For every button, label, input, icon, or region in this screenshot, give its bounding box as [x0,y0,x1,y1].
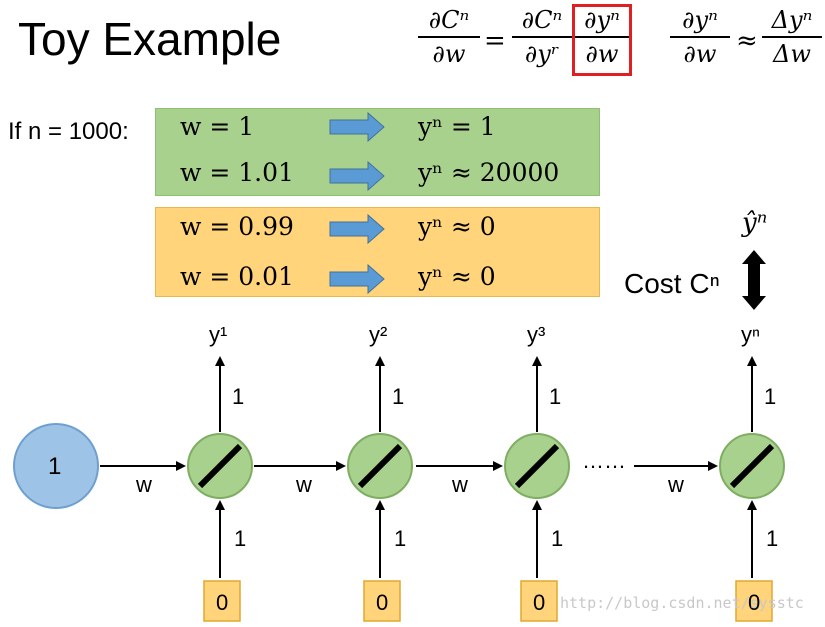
arrow-icon [329,263,385,295]
case-y-4: yⁿ ≈ 0 [418,262,496,291]
output-label-3: y³ [527,322,546,347]
input-value-2: 0 [376,590,389,615]
yhat-label: ŷⁿ [742,208,768,238]
edge-weight-label-2: w [296,472,312,497]
neuron-3 [504,433,570,499]
formula-lhs-den: ∂w [432,40,466,68]
approx-lhs-num: ∂yⁿ [682,6,718,34]
out-weight-n: 1 [764,384,777,409]
input-value-3: 0 [533,590,546,615]
approx-rhs: Δyⁿ Δw [762,6,822,68]
in-weight-3: 1 [551,526,564,551]
case-y-2: yⁿ ≈ 20000 [418,158,560,187]
case-y-1: yⁿ = 1 [418,112,496,141]
neuron-n [719,433,785,499]
watermark: http://blog.csdn.net/sysstc [560,594,804,612]
case-w-3: w = 0.99 [180,212,294,241]
arrow-icon [329,160,385,192]
case-arrows [329,111,385,295]
edge-weight-label-n: w [668,472,684,497]
formula-term2-num: ∂yⁿ [584,6,620,34]
input-node-label: 1 [48,453,62,480]
highlight-box [572,4,632,76]
cost-double-arrow-icon [742,250,766,310]
arrow-icon [329,213,385,245]
formula-term2: ∂yⁿ ∂w [574,6,630,68]
fraction-bar [670,36,730,38]
case-y-3: yⁿ ≈ 0 [418,212,496,241]
input-box [520,580,558,622]
input-node [13,423,99,509]
approx-rhs-den: Δw [773,40,811,68]
input-box [735,580,773,622]
cost-label: Cost Cⁿ [624,268,720,299]
input-box [203,580,241,622]
out-weight-2: 1 [392,384,405,409]
input-value-n: 0 [748,590,761,615]
out-weight-3: 1 [549,384,562,409]
neuron-1 [187,433,253,499]
arrow-icon [329,111,385,143]
fraction-bar [512,36,572,38]
edge-weight-label-1: w [136,472,152,497]
formula-lhs: ∂Cⁿ ∂w [418,6,480,68]
case-w-1: w = 1 [180,112,255,141]
fraction-bar [418,36,480,38]
approx-sign: ≈ [736,26,758,56]
in-weight-1: 1 [234,526,247,551]
formula-term2-den: ∂w [585,40,619,68]
formula-lhs-num: ∂Cⁿ [428,6,470,34]
approx-lhs: ∂yⁿ ∂w [670,6,730,68]
out-weight-1: 1 [232,384,245,409]
approx-rhs-num: Δyⁿ [771,6,813,34]
neuron-2 [347,433,413,499]
formula-term1-num: ∂Cⁿ [521,6,563,34]
formula-term1: ∂Cⁿ ∂yʳ [512,6,572,68]
fraction-bar [574,36,630,38]
output-label-1: y¹ [209,322,228,347]
case-w-4: w = 0.01 [180,262,294,291]
condition-label: If n = 1000: [8,118,129,145]
formula-equals: = [484,26,506,56]
input-box [363,580,401,622]
formula-term1-den: ∂yʳ [524,40,560,68]
edge-weight-label-3: w [452,472,468,497]
approx-lhs-den: ∂w [683,40,717,68]
page-title: Toy Example [18,13,282,65]
in-weight-2: 1 [394,526,407,551]
input-value-1: 0 [216,590,229,615]
ellipsis: …… [582,448,626,473]
output-label-2: y² [369,322,388,347]
fraction-bar [762,36,822,38]
in-weight-n: 1 [766,526,779,551]
output-label-n: yⁿ [741,322,761,347]
case-w-2: w = 1.01 [180,158,294,187]
